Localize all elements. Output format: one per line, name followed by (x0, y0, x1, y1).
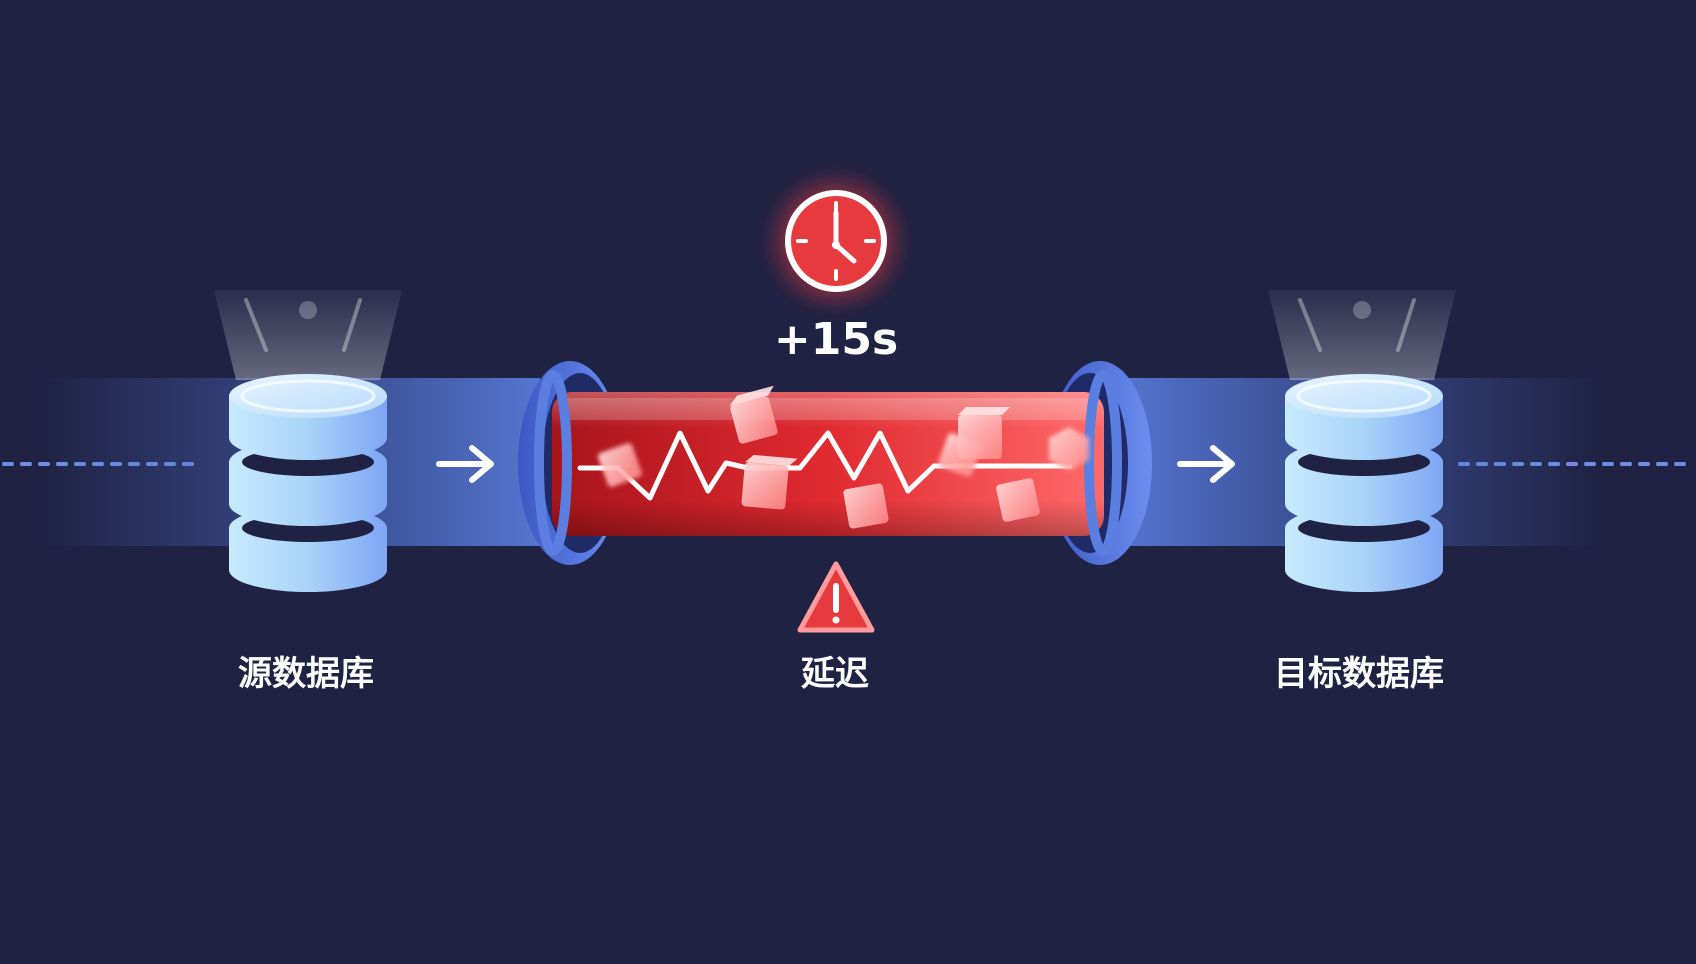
warning-triangle-icon (797, 561, 875, 633)
data-packet-icon (729, 385, 778, 444)
data-packet-icon (598, 443, 642, 487)
data-packet-icon (996, 478, 1040, 522)
arrow-right-icon (436, 445, 494, 483)
target-spotlight (1268, 290, 1456, 380)
data-packet-icon (843, 483, 889, 529)
clock-icon (764, 169, 908, 313)
arrow-right-icon (1177, 445, 1235, 483)
source-database-label: 源数据库 (238, 654, 374, 694)
pipe-icon (518, 361, 1152, 565)
source-database-icon (229, 374, 387, 592)
data-packet-icon (1049, 427, 1089, 471)
target-database-label: 目标数据库 (1274, 654, 1444, 694)
data-packet-icon (958, 407, 1010, 459)
delay-label: 延迟 (801, 654, 869, 694)
source-spotlight (214, 290, 402, 380)
target-database-icon (1285, 374, 1443, 592)
data-packet-icon (741, 454, 798, 510)
delay-time-label: +15s (773, 314, 899, 365)
